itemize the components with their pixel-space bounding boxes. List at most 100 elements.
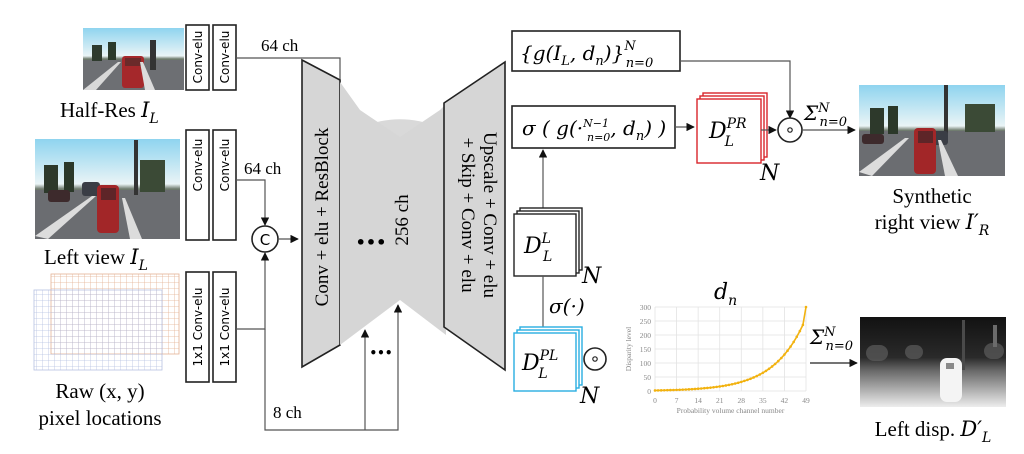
- chart-data-point: [656, 389, 660, 392]
- chart-data-point: [770, 365, 774, 368]
- chart-y-tick-label: 200: [640, 331, 652, 340]
- d-l-count: N: [581, 264, 602, 289]
- half-res-image: [83, 28, 184, 90]
- chart-data-point: [684, 388, 688, 391]
- chart-data-point: [758, 373, 762, 376]
- raw-xy-connector: [236, 252, 270, 330]
- half-res-conv-2-label: Conv-elu: [218, 31, 232, 84]
- left-view-conv-2: [212, 129, 237, 241]
- decoder-label-line1: Upscale + Conv + elu: [479, 132, 500, 299]
- raw-xy-label-line2: pixel locations: [38, 406, 161, 430]
- chart-data-point: [727, 383, 731, 387]
- chart-data-point: [761, 371, 765, 375]
- bottleneck-fill: [340, 82, 446, 345]
- synthetic-right-view-image: [859, 85, 1005, 176]
- chart-x-tick-label: 28: [738, 396, 746, 405]
- chart-data-point: [715, 385, 718, 389]
- chart-data-point: [752, 376, 755, 379]
- left-view-image: [35, 139, 180, 239]
- chart-data-point: [666, 388, 669, 392]
- chart-y-axis-label: Disparity level: [624, 327, 633, 371]
- chart-data-point: [659, 389, 663, 392]
- chart-data-point: [773, 362, 777, 366]
- chart-data-point: [718, 385, 722, 388]
- raw-xy-conv-1-label: 1x1 Conv-elu: [191, 288, 205, 367]
- half-res-conv-1-label: Conv-elu: [191, 31, 205, 84]
- raw-xy-conv-1: [185, 271, 210, 383]
- chart-data-point: [786, 349, 789, 353]
- chart-data-point: [764, 369, 768, 373]
- chart-data-point: [795, 335, 799, 339]
- chart-data-point: [743, 379, 746, 383]
- chart-data-point: [801, 323, 805, 327]
- chart-data-point: [804, 305, 808, 309]
- chart-data-point: [672, 388, 675, 392]
- bottleneck-ellipsis: •••: [356, 233, 387, 252]
- chart-data-point: [712, 385, 715, 389]
- chart-data-point: [733, 382, 737, 385]
- chart-data-point: [699, 387, 703, 390]
- chart-y-tick-label: 50: [644, 373, 652, 382]
- g-set-connector: [680, 60, 795, 119]
- chart-data-point: [721, 384, 725, 388]
- chart-title: dn: [714, 280, 737, 309]
- chart-data-point: [755, 374, 758, 378]
- chart-y-tick-label: 150: [640, 345, 652, 354]
- raw-xy-conv-2: [212, 271, 237, 383]
- chart-data-point: [709, 386, 712, 389]
- left-view-conv-1-label: Conv-elu: [191, 139, 205, 192]
- chart-data-point: [792, 340, 795, 344]
- chart-data-point: [669, 388, 672, 392]
- chart-data-point: [746, 378, 749, 382]
- left-view-channels: 64 ch: [244, 159, 282, 178]
- chart-y-tick-label: 250: [640, 317, 652, 326]
- half-res-channels: 64 ch: [261, 36, 299, 55]
- d-pr-count: N: [759, 161, 780, 186]
- chart-data-point: [703, 386, 706, 390]
- raw-xy-skip-connector: [264, 304, 403, 431]
- chart-x-tick-label: 14: [694, 396, 702, 405]
- left-view-label: Left view IL: [44, 245, 148, 274]
- chart-data-point: [678, 388, 681, 392]
- synthetic-label-line2: right view I′R: [875, 210, 990, 239]
- chart-data-point: [798, 329, 802, 333]
- d-l-volume: [513, 207, 583, 277]
- d-pl-count: N: [579, 384, 600, 409]
- chart-data-point: [767, 367, 771, 371]
- chart-data-point: [730, 382, 734, 386]
- chart-data-point: [653, 389, 657, 392]
- left-disp-label: Left disp. D′L: [875, 417, 992, 446]
- chart-data-point: [675, 388, 678, 392]
- raw-xy-conv-2-label: 1x1 Conv-elu: [218, 288, 232, 367]
- chart-x-tick-label: 35: [759, 396, 767, 405]
- hadamard-dot-top: [787, 127, 793, 133]
- d-pl-volume: [513, 326, 583, 392]
- chart-data-point: [681, 388, 685, 391]
- left-view-connector: [236, 179, 270, 226]
- left-view-conv-2-label: Conv-elu: [218, 139, 232, 192]
- bottleneck-label: 256 ch: [392, 194, 413, 246]
- chart-data-point: [783, 353, 786, 356]
- chart-x-tick-label: 21: [716, 396, 724, 405]
- chart-y-tick-label: 100: [640, 359, 652, 368]
- encoder-label: Conv + elu + ResBlock: [312, 127, 333, 306]
- left-view-conv-1: [185, 129, 210, 241]
- decoder-label-line2: + Skip + Conv + elu: [457, 137, 478, 293]
- chart-data-point: [693, 387, 697, 391]
- left-disparity-image: [860, 317, 1006, 407]
- chart-data-point: [706, 386, 709, 390]
- decoder-block: [443, 60, 506, 372]
- chart-data-point: [687, 388, 691, 391]
- chart-data-point: [736, 381, 740, 385]
- chart-y-tick-label: 300: [640, 303, 652, 312]
- sigma-dot-label: σ(·): [549, 294, 585, 318]
- half-res-conv-1: [185, 24, 210, 91]
- chart-y-tick-label: 0: [647, 387, 651, 396]
- d-pr-volume: [696, 92, 768, 164]
